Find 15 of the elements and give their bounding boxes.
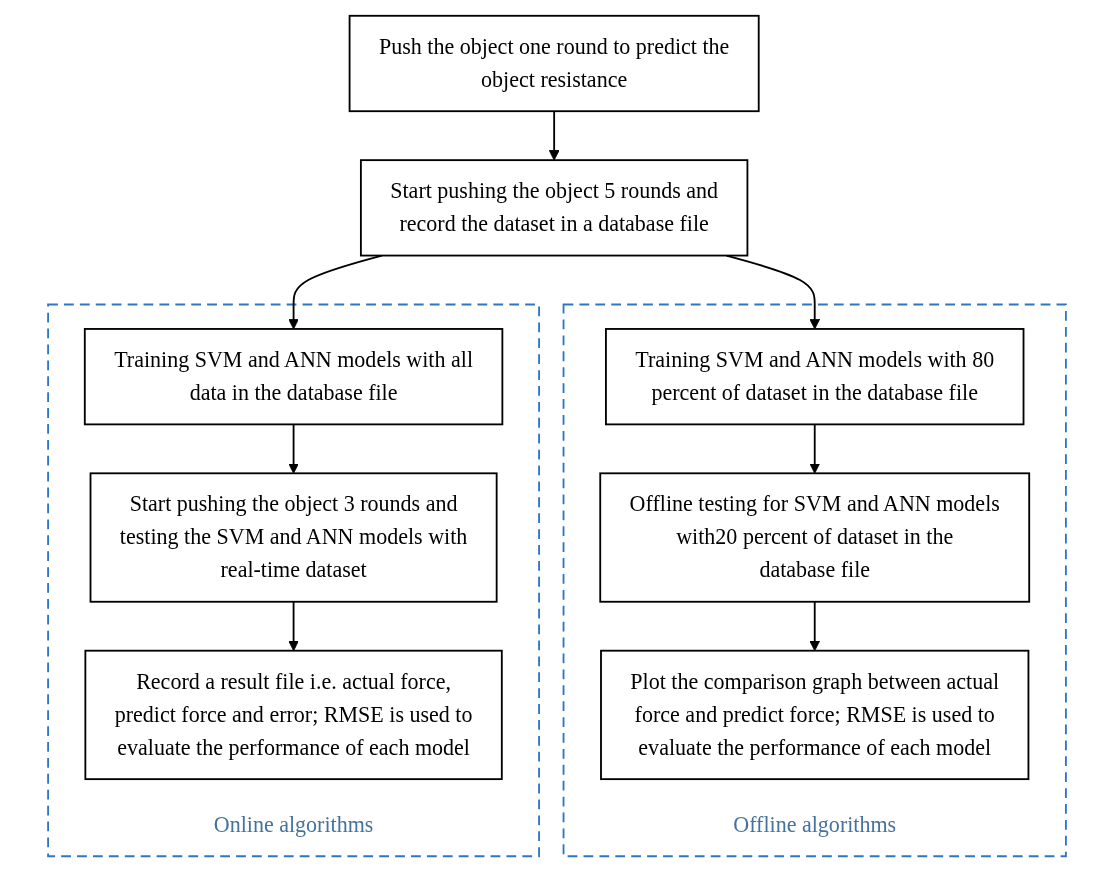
node-box: Training SVM and ANN models with 80 percent of dataset in the database file <box>605 327 1025 425</box>
arrow <box>809 422 821 474</box>
arrow <box>725 254 821 329</box>
node-box: Start pushing the object 5 rounds and record the dataset in a database file <box>359 158 749 256</box>
node-box: Start pushing the object 3 rounds and testing the SVM and ANN models with real-time dataset <box>89 471 498 603</box>
node-box: Training SVM and ANN models with all data in the database file <box>83 327 504 425</box>
arrow <box>288 422 299 474</box>
node-box: Push the object one round to predict the object resistance <box>348 14 760 112</box>
arrow <box>288 600 299 651</box>
node-box: Offline testing for SVM and ANN models with20 percent of dataset in the database file <box>599 471 1031 603</box>
node-box: Record a result file i.e. actual force, predict force and error; RMSE is used to evaluate the performance of each model <box>84 649 503 780</box>
arrow <box>809 600 821 651</box>
arrow <box>288 254 383 329</box>
node-box: Plot the comparison graph between actual force and predict force; RMSE is used to evaluate the performance of each model <box>600 649 1030 780</box>
arrow <box>548 109 560 161</box>
